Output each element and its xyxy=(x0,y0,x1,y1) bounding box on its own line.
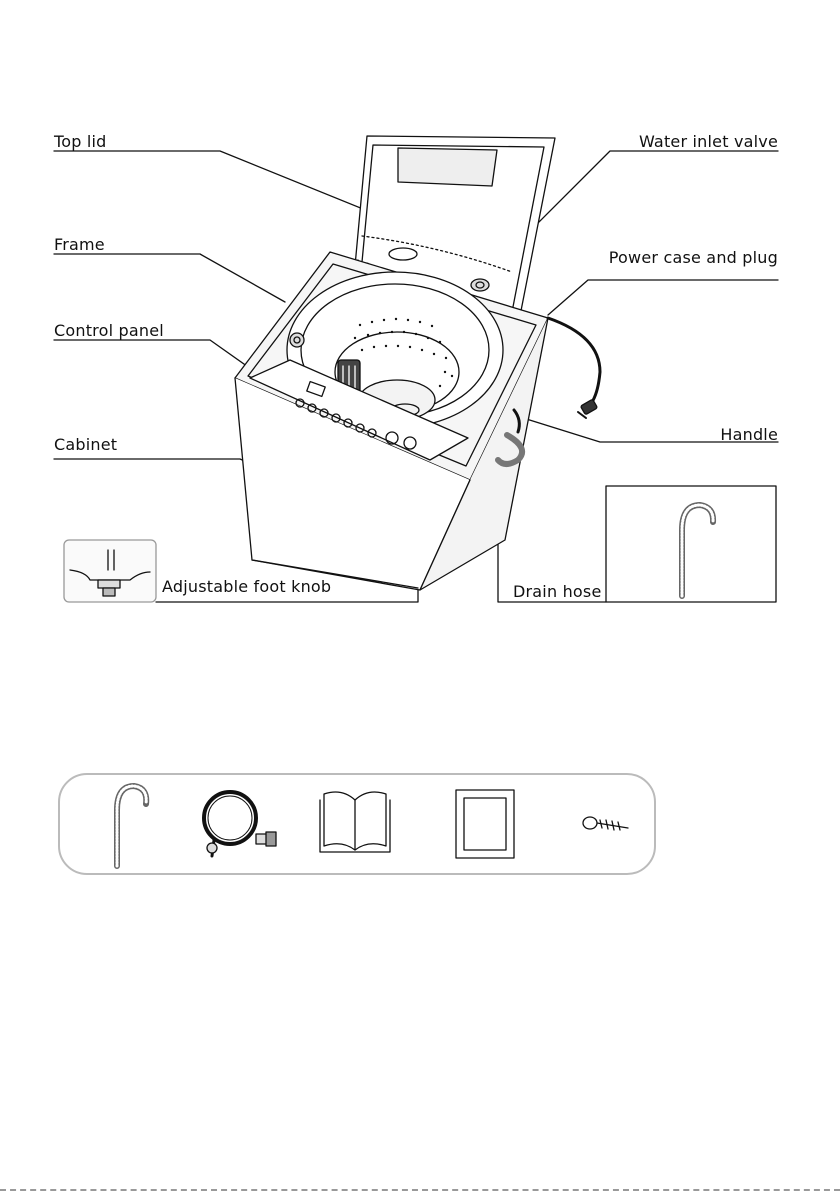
manual-book-icon xyxy=(320,792,390,852)
drain-hose-inset xyxy=(606,486,776,602)
power-cord xyxy=(548,318,600,418)
water-inlet-valve xyxy=(471,279,489,291)
accessories-panel xyxy=(59,774,655,874)
page-bottom-border xyxy=(0,1189,840,1191)
foot-knob-inset xyxy=(64,540,156,602)
cover-panel-icon xyxy=(456,790,514,858)
